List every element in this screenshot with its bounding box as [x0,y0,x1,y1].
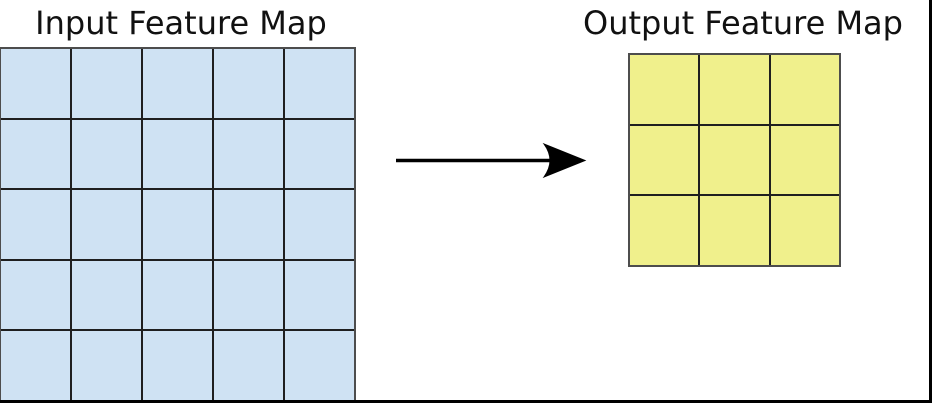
grid-cell [285,119,354,189]
grid-cell [285,49,354,118]
grid-cell [700,125,769,195]
output-feature-map-grid [628,53,841,267]
grid-cell [72,260,141,330]
grid-cell [770,125,839,195]
grid-cell [214,119,283,189]
grid-cell [214,49,283,118]
grid-cell [214,331,283,400]
grid-cell [1,260,70,330]
grid-cell [214,190,283,259]
grid-cell [770,196,839,265]
grid-cell [1,190,70,259]
grid-cell [1,49,70,118]
grid-cell [143,49,212,118]
grid-cell [143,331,212,400]
grid-cell [143,260,212,330]
grid-cell [72,49,141,118]
grid-cell [770,55,839,124]
frame-border-bottom [0,400,932,403]
grid-cell [72,119,141,189]
grid-cell [143,119,212,189]
frame-border-right [929,0,932,403]
grid-cell [285,331,354,400]
input-feature-map-title: Input Feature Map [35,4,327,42]
arrow-head [542,142,587,179]
grid-cell [700,196,769,265]
grid-cell [700,55,769,124]
grid-cell [214,260,283,330]
grid-cell [143,190,212,259]
grid-cell [72,331,141,400]
grid-cell [285,190,354,259]
grid-cell [72,190,141,259]
grid-cell [1,119,70,189]
grid-cell [630,196,699,265]
input-feature-map-grid [0,47,356,402]
grid-cell [630,125,699,195]
output-feature-map-title: Output Feature Map [583,4,903,42]
grid-cell [285,260,354,330]
grid-cell [1,331,70,400]
transform-arrow-icon [396,142,587,179]
grid-cell [630,55,699,124]
